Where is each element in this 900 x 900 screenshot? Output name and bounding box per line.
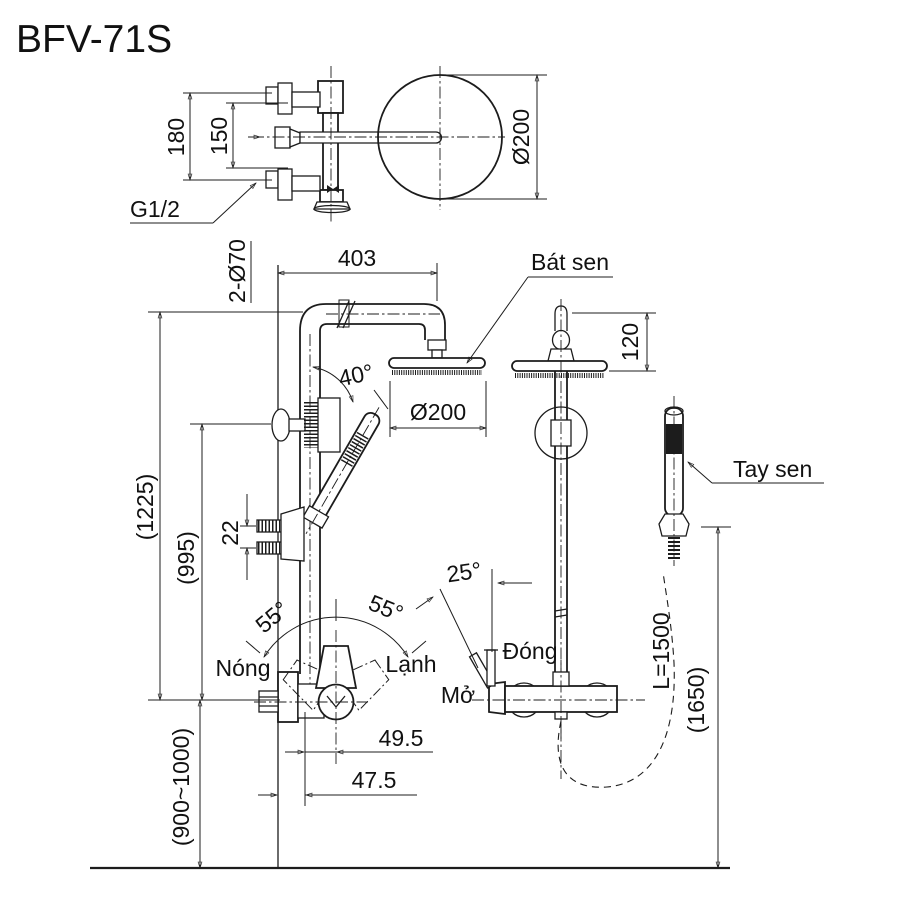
leader-arrow <box>466 276 529 364</box>
inlet-union-top <box>265 82 321 115</box>
outlet-neck <box>319 189 344 203</box>
lever-closed-position <box>486 649 496 687</box>
diverter-spout <box>256 506 305 562</box>
valve-body-stem <box>322 112 339 191</box>
angle-tick <box>245 640 261 654</box>
dim-diameter-200: Ø200 <box>410 399 466 425</box>
label-dong: Đóng <box>503 638 558 664</box>
dim-l-1500: L=1500 <box>648 612 674 689</box>
outlet-rim <box>313 204 351 214</box>
leader-arrow <box>687 461 713 484</box>
leader-arrow <box>212 182 257 224</box>
dim-arrow <box>415 596 434 610</box>
label-2-d70: 2-Ø70 <box>224 239 250 303</box>
angle-55-left: 55° <box>250 596 293 638</box>
angle-40: 40° <box>336 359 375 392</box>
angle-tick <box>373 389 389 410</box>
arm-block <box>274 126 291 149</box>
overhead-shower <box>388 339 486 375</box>
pipe-break-mark <box>342 300 356 329</box>
label-mo: Mở <box>441 682 475 708</box>
dim-180: 180 <box>163 118 189 156</box>
angle-ref-line <box>439 588 479 669</box>
dim-47-5: 47.5 <box>352 767 397 793</box>
dim-120: 120 <box>617 323 643 361</box>
dim-22: 22 <box>217 520 243 546</box>
dim-900-1000: (900~1000) <box>168 728 194 846</box>
valve-detail-view: 180 150 Ø200 G1/2 2-Ø70 <box>130 66 547 303</box>
slide-bracket <box>271 397 341 453</box>
dim-1650: (1650) <box>683 667 709 733</box>
overhead-shower-side <box>511 360 608 372</box>
hand-shower-in-holder <box>302 407 381 535</box>
riser-pipe-outer <box>299 303 446 674</box>
model-number: BFV-71S <box>16 18 172 61</box>
pipe-break-mark <box>336 300 350 329</box>
label-tay-sen: Tay sen <box>733 456 812 482</box>
valve-body-top <box>317 80 344 114</box>
arm-cone <box>289 128 301 148</box>
section-mark <box>327 185 339 193</box>
hand-shower: Tay sen <box>658 396 824 566</box>
riser-pipe-inner <box>319 323 426 674</box>
dim-403: 403 <box>338 245 376 271</box>
angle-tick <box>411 640 427 654</box>
label-bat-sen: Bát sen <box>531 249 609 275</box>
angle-25: 25° <box>445 557 483 588</box>
handle-phantom-left <box>282 659 337 712</box>
angle-arc-40 <box>312 365 354 403</box>
side-valve <box>468 649 645 742</box>
label-lanh: Lạnh <box>385 651 436 677</box>
inlet-union-bottom <box>265 168 321 201</box>
angle-55-right: 55° <box>365 589 407 626</box>
shower-arm <box>299 131 443 144</box>
label-nong: Nóng <box>216 655 271 681</box>
shower-hose <box>557 571 675 788</box>
dim-49-5: 49.5 <box>379 725 424 751</box>
front-view: 403 Bát sen Ø200 40° <box>132 245 613 869</box>
dim-995: (995) <box>173 531 199 585</box>
dim-1225: (1225) <box>132 474 158 540</box>
mixer-valve <box>254 630 390 764</box>
dim-diameter-200-top: Ø200 <box>508 109 534 165</box>
dim-150: 150 <box>206 117 232 155</box>
label-g12-thread: G1/2 <box>130 196 180 222</box>
side-view: 120 25° Đóng Mở L=1500 <box>415 299 731 869</box>
